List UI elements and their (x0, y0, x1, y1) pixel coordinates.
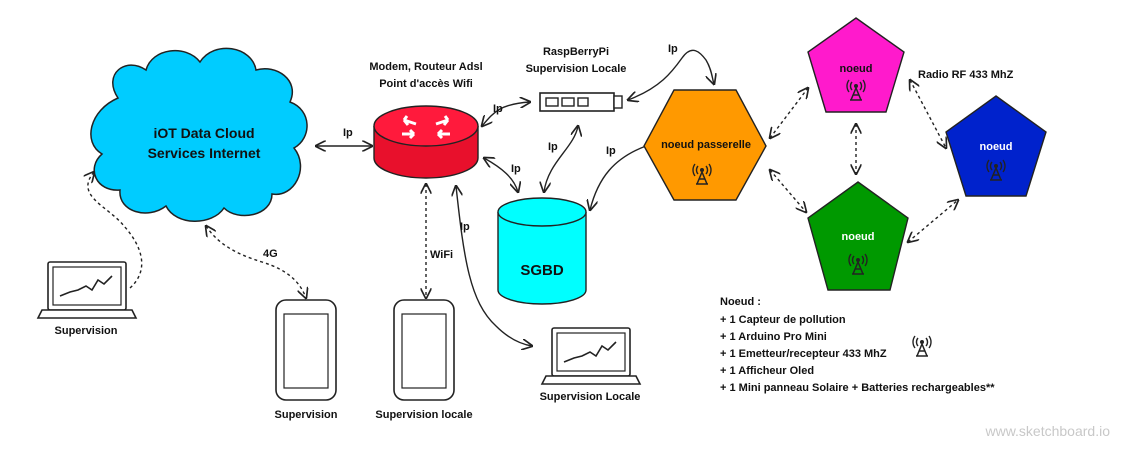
router-label-line1: Modem, Routeur Adsl (369, 61, 482, 73)
router-label-line2: Point d'accès Wifi (379, 78, 473, 90)
edge-router-raspberry (482, 102, 530, 126)
laptop-icon (540, 327, 642, 385)
node-pink-pentagon (807, 17, 905, 113)
edge-label-raspberry-gateway: Ip (668, 43, 678, 55)
edge-gateway-pink (770, 88, 808, 138)
laptop-left-label: Supervision (55, 325, 118, 337)
edge-label-cloud-router: Ip (343, 127, 353, 139)
edge-labels: Ip Ip Ip Ip Ip Ip Ip 4G WiFi Radio RF 43… (263, 43, 1014, 261)
sgbd-cylinder-body (497, 212, 587, 305)
node-blue[interactable]: noeud (945, 95, 1047, 197)
edge-label-gateway-sgbd: Ip (606, 145, 616, 157)
laptop-left[interactable]: Supervision (36, 261, 138, 337)
laptop-icon (36, 261, 138, 319)
watermark: www.sketchboard.io (984, 423, 1110, 439)
sgbd-cylinder-top (497, 197, 587, 227)
edge-green-blue (908, 200, 958, 242)
cloud-node[interactable]: iOT Data Cloud Services Internet (90, 47, 308, 222)
node-green-pentagon (807, 181, 909, 291)
raspberry-board-icon (539, 92, 623, 112)
legend-item: + 1 Arduino Pro Mini (720, 331, 827, 343)
edge-label-raspberry-sgbd: Ip (548, 141, 558, 153)
edge-laptop-cloud (88, 172, 143, 289)
legend-title: Noeud : (720, 296, 761, 308)
legend: Noeud : + 1 Capteur de pollution + 1 Ard… (720, 296, 995, 394)
edge-gateway-sgbd (590, 145, 647, 210)
laptop-right-label: Supervision Locale (540, 391, 641, 403)
edge-label-router-laptop: Ip (460, 221, 470, 233)
smartphone-icon (393, 299, 455, 401)
node-green[interactable]: noeud (807, 181, 909, 291)
phone-left-label: Supervision (275, 409, 338, 421)
router-top (373, 105, 479, 147)
laptop-right[interactable]: Supervision Locale (540, 327, 642, 403)
gateway-hexagon (643, 89, 767, 201)
edge-router-laptop (456, 186, 532, 346)
edge-gateway-green (770, 170, 806, 212)
gateway-node[interactable]: noeud passerelle (643, 89, 767, 201)
edge-label-radio: Radio RF 433 MhZ (918, 69, 1014, 81)
smartphone-icon (275, 299, 337, 401)
legend-item: + 1 Emetteur/recepteur 433 MhZ (720, 348, 887, 360)
edge-label-router-phone: WiFi (430, 249, 453, 261)
phone-right[interactable]: Supervision locale (375, 299, 473, 421)
legend-item: + 1 Capteur de pollution (720, 314, 846, 326)
legend-item: + 1 Afficheur Oled (720, 365, 814, 377)
raspberry-label-line2: Supervision Locale (526, 63, 627, 75)
phone-left[interactable]: Supervision (275, 299, 338, 421)
node-green-label: noeud (842, 231, 875, 243)
edge-raspberry-gateway (628, 49, 714, 100)
node-pink-label: noeud (840, 63, 873, 75)
router-arrows-icon (402, 115, 450, 140)
sgbd-node[interactable]: SGBD (497, 197, 587, 305)
cloud-title-line2: Services Internet (148, 145, 261, 161)
edge-label-router-sgbd: Ip (511, 163, 521, 175)
raspberry-label-line1: RaspBerryPi (543, 46, 609, 58)
cloud-title-line1: iOT Data Cloud (153, 125, 254, 141)
node-pink[interactable]: noeud (807, 17, 905, 113)
raspberry-node[interactable]: RaspBerryPi Supervision Locale (526, 46, 627, 112)
sgbd-label: SGBD (520, 262, 564, 279)
antenna-icon (912, 335, 932, 357)
node-blue-pentagon (945, 95, 1047, 197)
phone-right-label: Supervision locale (375, 409, 472, 421)
edge-raspberry-sgbd (544, 126, 578, 192)
edge-pink-blue (910, 80, 946, 148)
edge-label-cloud-phone: 4G (263, 248, 278, 260)
edges (88, 49, 958, 346)
gateway-label: noeud passerelle (661, 139, 751, 151)
cloud-shape (90, 47, 308, 222)
legend-item: + 1 Mini panneau Solaire + Batteries rec… (720, 382, 995, 394)
node-blue-label: noeud (980, 141, 1013, 153)
router-node[interactable]: Modem, Routeur Adsl Point d'accès Wifi (369, 61, 483, 179)
edge-cloud-phone (206, 226, 306, 298)
edge-label-router-raspberry: Ip (493, 103, 503, 115)
